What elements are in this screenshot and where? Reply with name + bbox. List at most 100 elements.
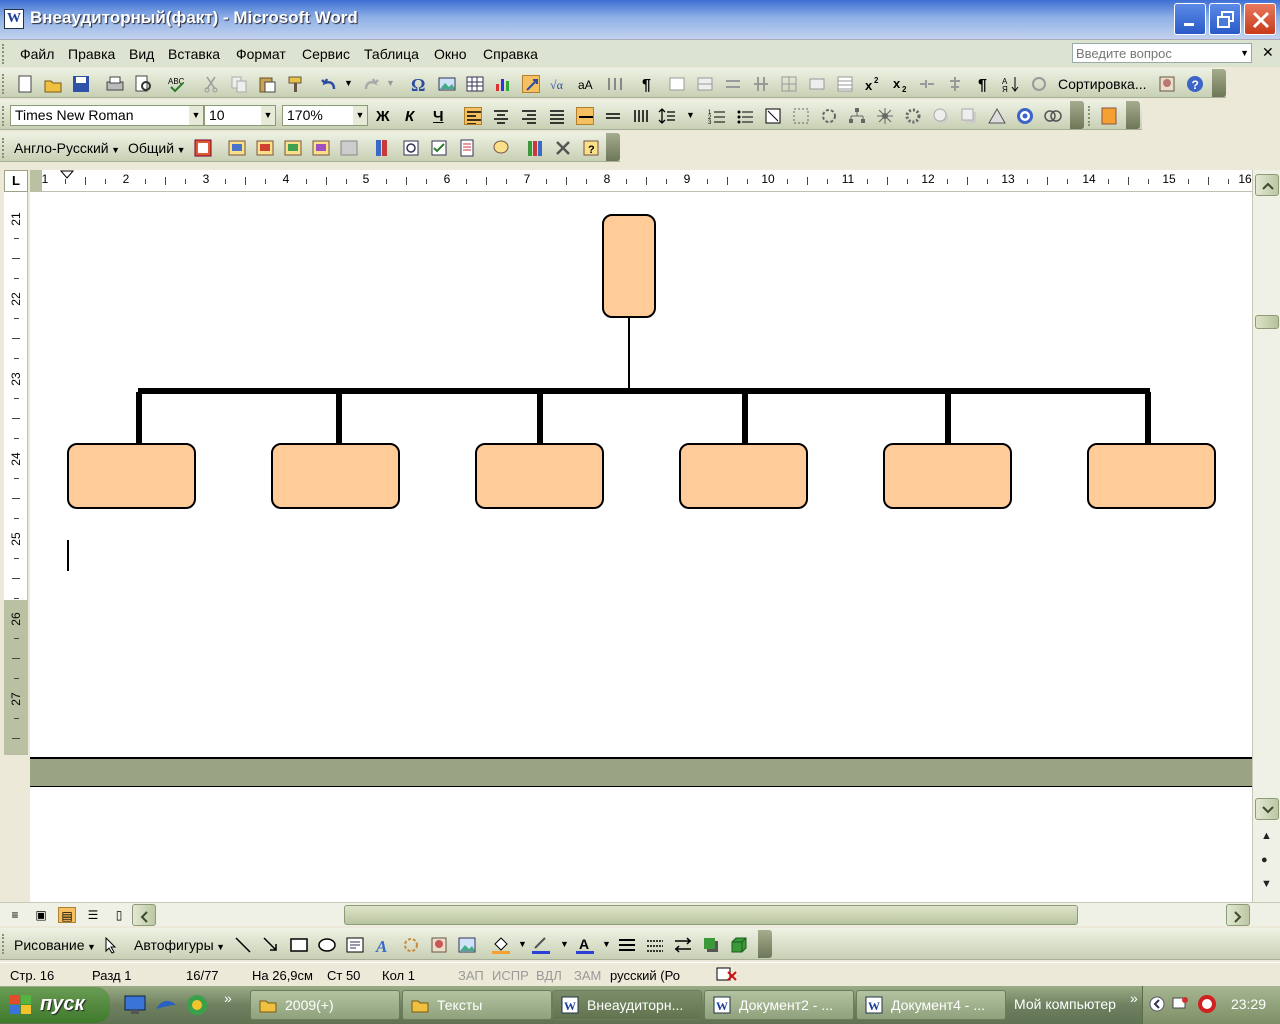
my-computer-toolbar[interactable]: Мой компьютер	[1014, 996, 1116, 1012]
status-language[interactable]: русский (Ро	[610, 968, 680, 983]
toolbar-options-chevron[interactable]	[1126, 101, 1140, 129]
minimize-button[interactable]	[1174, 3, 1206, 35]
rectangle-icon[interactable]	[290, 936, 308, 954]
toolbar-grip[interactable]	[2, 138, 6, 158]
toolbar-options-chevron[interactable]	[1212, 69, 1226, 97]
fill-color-dropdown-icon[interactable]: ▼	[518, 939, 527, 949]
select-pointer-icon[interactable]	[102, 936, 120, 954]
table-tool-7-icon[interactable]	[836, 75, 854, 93]
connector-line[interactable]	[1145, 392, 1151, 444]
org-chart-top-box[interactable]	[602, 214, 656, 318]
status-overtype[interactable]: ЗАМ	[574, 968, 602, 983]
wordart-text-icon[interactable]: aA	[578, 75, 596, 93]
align-left-icon[interactable]	[464, 107, 482, 125]
menu-file[interactable]: Файл	[20, 46, 55, 62]
clip-art-icon[interactable]	[430, 936, 448, 954]
layer-tool-icon[interactable]	[960, 107, 978, 125]
refresh-icon[interactable]	[1030, 75, 1048, 93]
equation-icon[interactable]: √α	[550, 75, 568, 93]
toolbar-grip[interactable]	[2, 74, 6, 94]
double-line-icon[interactable]	[604, 107, 622, 125]
menu-edit[interactable]: Правка	[68, 46, 116, 62]
dropdown-arrow-icon[interactable]: ▼	[261, 106, 275, 125]
translate-tool-1-icon[interactable]	[194, 139, 212, 157]
align-right-icon[interactable]	[520, 107, 538, 125]
oval-icon[interactable]	[318, 936, 336, 954]
undo-dropdown-icon[interactable]: ▼	[344, 78, 353, 88]
hierarchy-diagram-icon[interactable]	[848, 107, 866, 125]
translate-tool-4-icon[interactable]	[284, 139, 302, 157]
toolbar-grip[interactable]	[2, 106, 6, 126]
menu-window[interactable]: Окно	[434, 46, 467, 62]
shadow-tool-icon[interactable]	[932, 107, 950, 125]
fill-color-icon[interactable]	[492, 936, 510, 954]
translate-tool-5-icon[interactable]	[312, 139, 330, 157]
status-track-changes[interactable]: ИСПР	[492, 968, 529, 983]
dropdown-arrow-icon[interactable]: ▼	[1240, 48, 1249, 58]
gear-diagram-icon[interactable]	[904, 107, 922, 125]
autoshapes-menu[interactable]: Автофигуры ▼	[134, 937, 226, 953]
open-folder-icon[interactable]	[44, 75, 62, 93]
org-chart-child-box[interactable]	[67, 443, 196, 509]
bold-button[interactable]: Ж	[376, 108, 390, 125]
pyramid-diagram-icon[interactable]	[988, 107, 1006, 125]
redo-icon[interactable]	[362, 75, 380, 93]
line-color-icon[interactable]	[532, 936, 550, 954]
justify-icon[interactable]	[548, 107, 566, 125]
wordart-icon[interactable]: A	[374, 936, 392, 954]
print-preview-icon[interactable]	[134, 75, 152, 93]
vertical-scroll-thumb[interactable]	[1255, 315, 1279, 329]
close-document-icon[interactable]: ✕	[1262, 44, 1274, 60]
sort-button-label[interactable]: Сортировка...	[1058, 76, 1147, 92]
tray-expand-icon[interactable]	[1149, 996, 1165, 1012]
indent-marker-icon[interactable]	[60, 170, 74, 180]
menu-insert[interactable]: Вставка	[168, 46, 221, 62]
italic-button[interactable]: К	[405, 108, 415, 125]
reading-view-icon[interactable]: ▯	[115, 908, 123, 922]
paragraph-mark-icon[interactable]: ¶	[976, 75, 994, 93]
scroll-down-button[interactable]	[1255, 798, 1279, 820]
connector-bar[interactable]	[138, 388, 1150, 394]
text-box-icon[interactable]	[346, 936, 364, 954]
picture-icon[interactable]	[458, 936, 476, 954]
toolbar-options-chevron[interactable]	[758, 930, 772, 958]
spelling-status-icon[interactable]	[716, 966, 738, 984]
tab-layout-icon[interactable]	[918, 75, 936, 93]
translate-tool-3-icon[interactable]	[256, 139, 274, 157]
connector-line[interactable]	[537, 392, 543, 444]
distributed-icon[interactable]	[576, 107, 594, 125]
new-document-icon[interactable]	[16, 75, 34, 93]
document-list-icon[interactable]	[458, 139, 476, 157]
table-tool-2-icon[interactable]	[696, 75, 714, 93]
print-layout-view-icon[interactable]: ▤	[58, 907, 76, 923]
browse-object-icon[interactable]: ●	[1261, 854, 1268, 866]
target-diagram-icon[interactable]	[1016, 107, 1034, 125]
org-chart-child-box[interactable]	[271, 443, 400, 509]
align-tool-icon[interactable]	[946, 75, 964, 93]
undo-icon[interactable]	[320, 75, 338, 93]
table-tool-1-icon[interactable]	[668, 75, 686, 93]
cycle-diagram-icon[interactable]	[820, 107, 838, 125]
next-page[interactable]	[30, 787, 1252, 902]
title-bar[interactable]: W Внеаудиторный(факт) - Microsoft Word	[0, 0, 1280, 40]
show-desktop-icon[interactable]	[124, 995, 146, 1015]
table-tool-5-icon[interactable]	[780, 75, 798, 93]
diagram-icon[interactable]	[402, 936, 420, 954]
font-color-icon[interactable]: A	[576, 936, 594, 954]
insert-picture-icon[interactable]	[438, 75, 456, 93]
line-style-icon[interactable]	[618, 936, 636, 954]
cut-icon[interactable]	[202, 75, 220, 93]
menu-grip[interactable]	[2, 44, 6, 64]
columns-icon[interactable]	[606, 75, 624, 93]
next-page-icon[interactable]: ▼	[1261, 878, 1272, 890]
horizontal-scroll-thumb[interactable]	[344, 905, 1078, 925]
start-button[interactable]: пуск	[0, 987, 110, 1023]
toolbar-grip[interactable]	[1088, 106, 1092, 126]
previous-page-icon[interactable]: ▲	[1261, 830, 1272, 842]
word-icon[interactable]: W	[4, 9, 24, 29]
zoom-combo[interactable]: 170% ▼	[282, 105, 368, 126]
line-spacing-dropdown-icon[interactable]: ▼	[686, 110, 695, 120]
copy-icon[interactable]	[230, 75, 248, 93]
